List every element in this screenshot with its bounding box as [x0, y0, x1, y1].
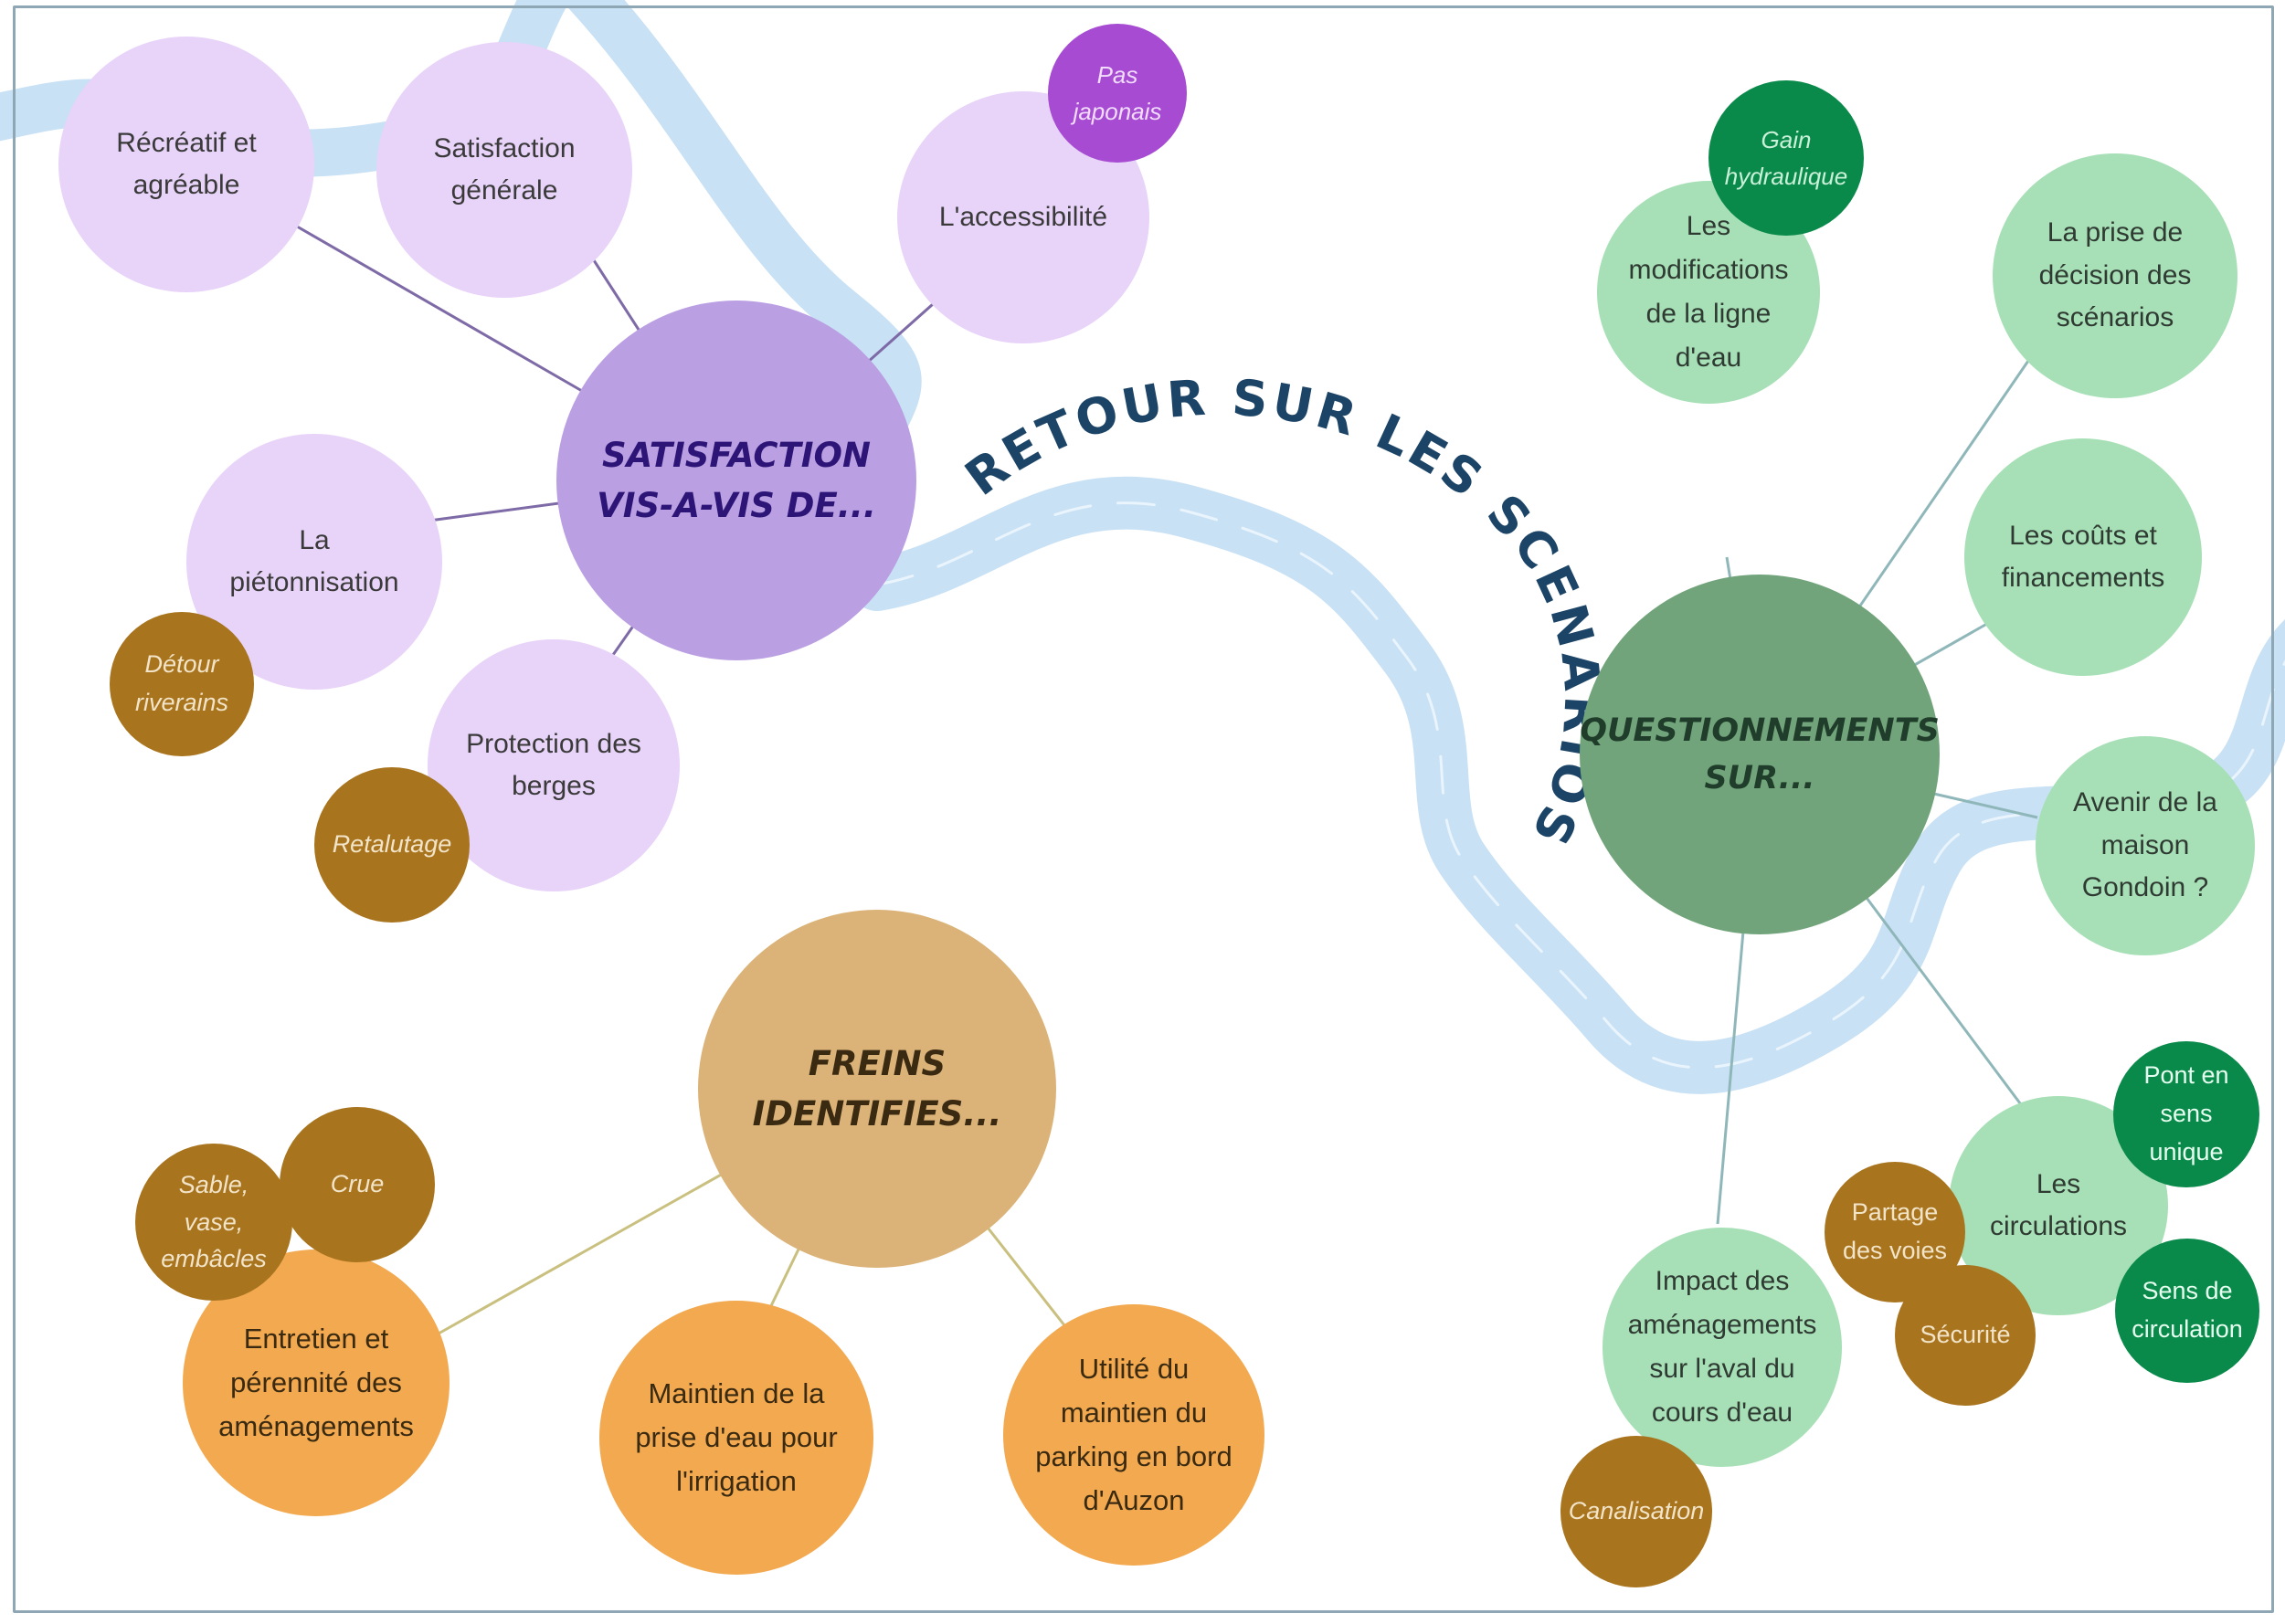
securite-bubble: Sécurité: [1895, 1265, 2036, 1406]
sable-vase-bubble: Sable,vase,embâcles: [135, 1144, 292, 1301]
retalutage-bubble: Retalutage: [314, 767, 470, 923]
canalisation-bubble: Canalisation: [1560, 1436, 1712, 1587]
crue-bubble: Crue: [280, 1107, 435, 1262]
